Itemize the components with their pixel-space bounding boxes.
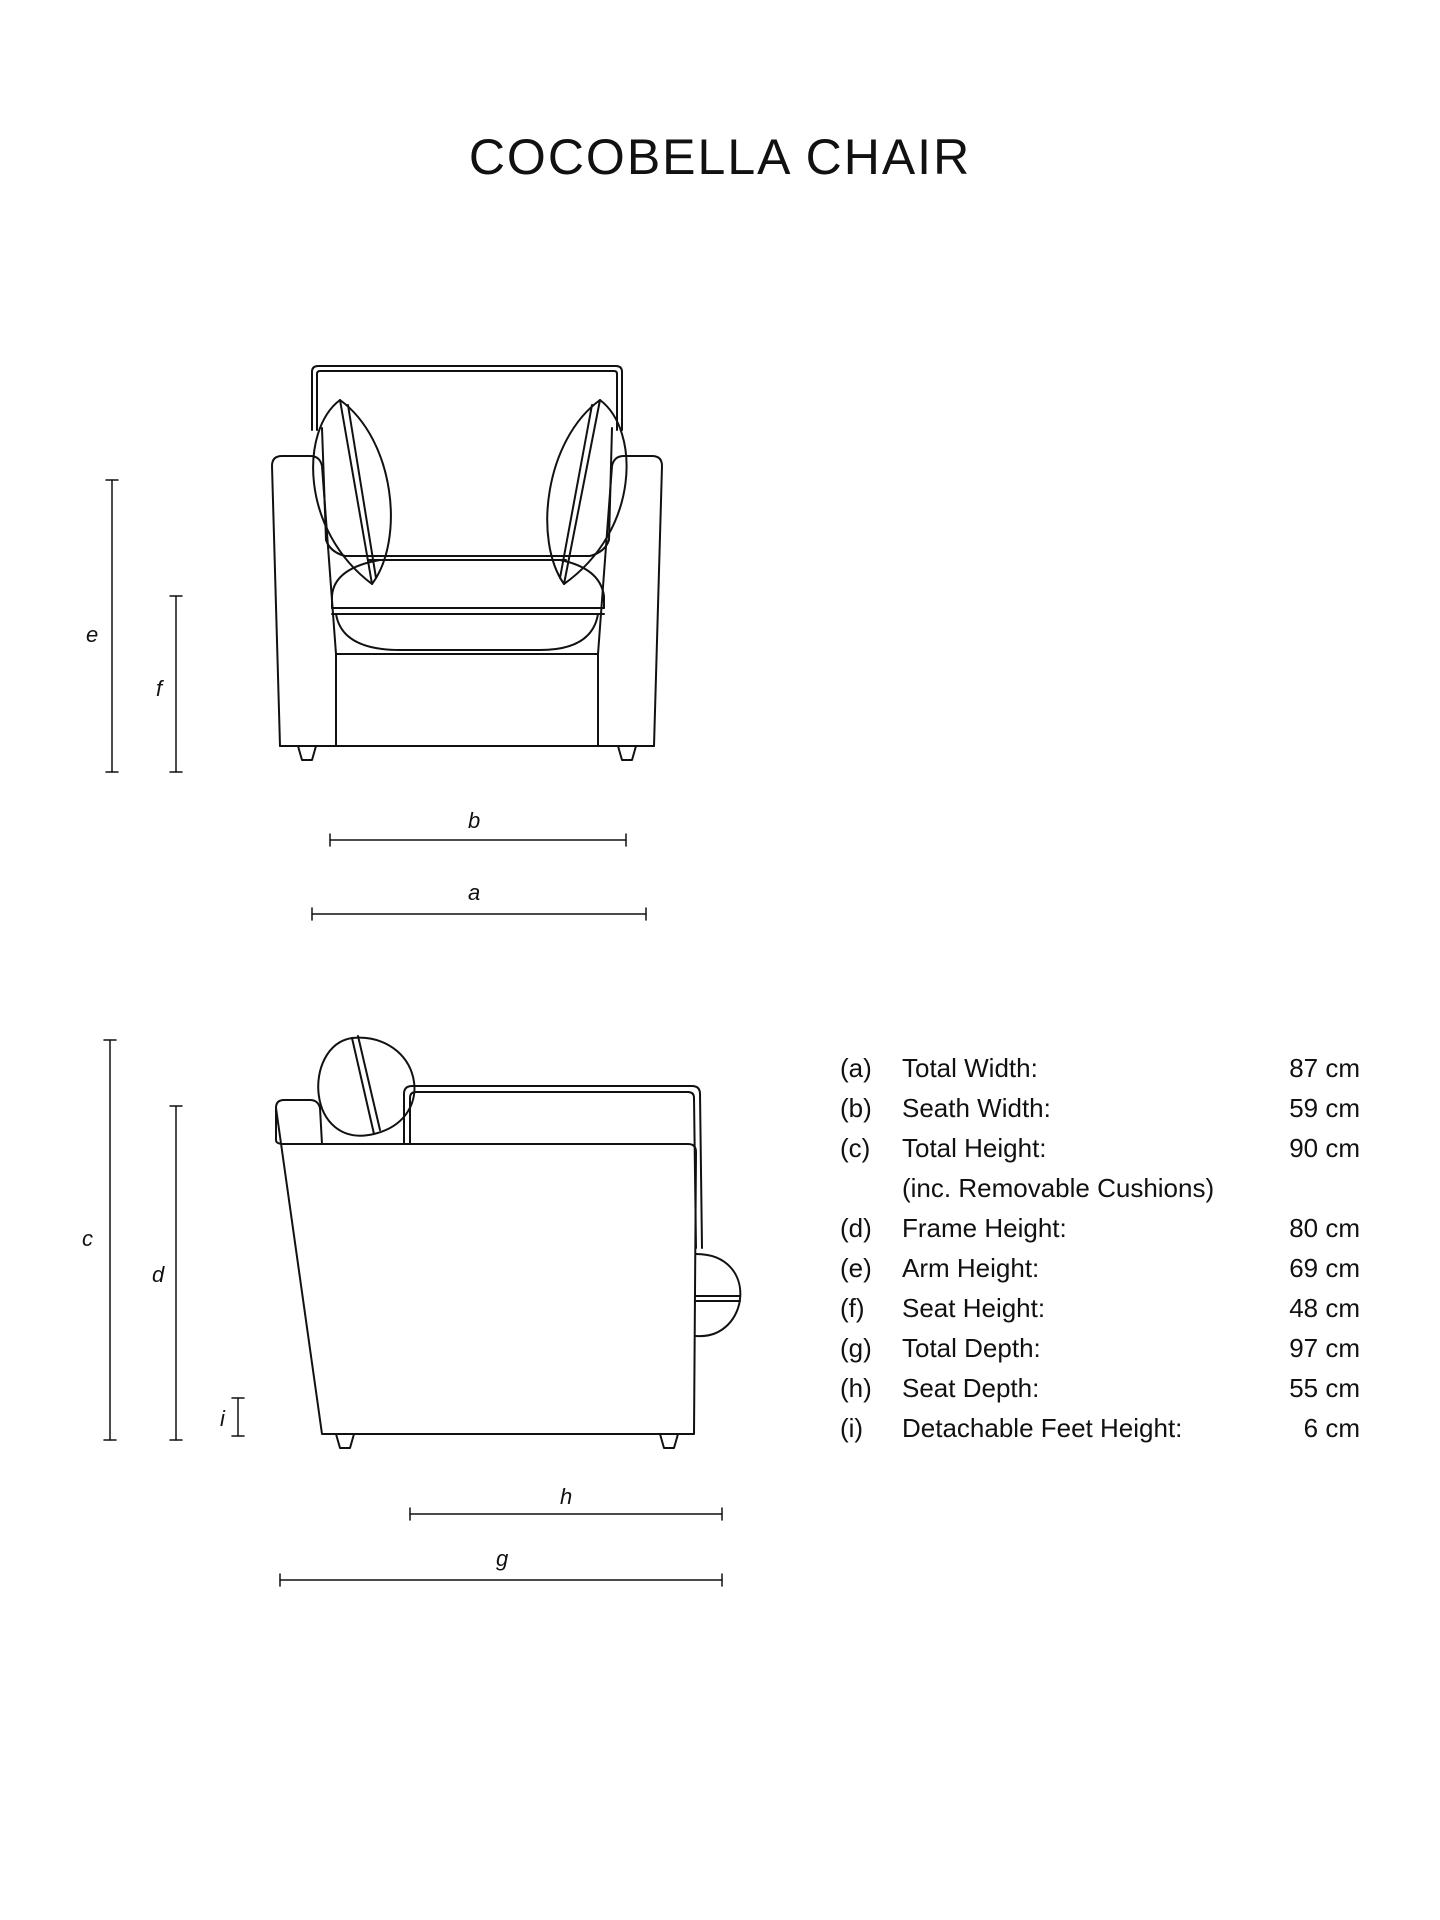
dim-label-a: a: [468, 880, 480, 905]
dim-label-f: f: [156, 676, 165, 701]
spec-label: Detachable Feet Height:: [902, 1413, 1183, 1443]
spec-row: (g) Total Depth: 97 cm: [840, 1328, 1360, 1368]
side-back-frame: [403, 1085, 703, 1249]
spec-value: 97 cm: [1289, 1333, 1360, 1363]
spec-letter: (b): [840, 1093, 872, 1123]
side-foot-right: [659, 1433, 679, 1449]
front-view: [271, 365, 663, 761]
dim-label-d: d: [152, 1262, 165, 1287]
front-back-frame: [311, 365, 623, 431]
dim-label-c: c: [82, 1226, 93, 1251]
spec-row: (b) Seath Width: 59 cm: [840, 1088, 1360, 1128]
spec-value: 55 cm: [1289, 1373, 1360, 1403]
spec-row: (e) Arm Height: 69 cm: [840, 1248, 1360, 1288]
front-left-arm: [271, 455, 337, 747]
front-right-arm: [597, 455, 663, 747]
dim-label-i: i: [220, 1406, 226, 1431]
spec-row: (d) Frame Height: 80 cm: [840, 1208, 1360, 1248]
spec-value: 59 cm: [1289, 1093, 1360, 1123]
spec-label: Seath Width:: [902, 1093, 1051, 1123]
spec-row: (i) Detachable Feet Height: 6 cm: [840, 1408, 1360, 1448]
spec-value: 90 cm: [1289, 1133, 1360, 1163]
front-dimensions: [105, 479, 647, 921]
spec-value: 80 cm: [1289, 1213, 1360, 1243]
spec-label: Total Depth:: [902, 1333, 1041, 1363]
side-body: [275, 1107, 697, 1435]
spec-row: (inc. Removable Cushions): [840, 1168, 1360, 1208]
front-foot-right: [617, 745, 637, 761]
spec-label: Seat Depth:: [902, 1373, 1040, 1403]
spec-letter: (d): [840, 1213, 872, 1243]
spec-row: (a) Total Width: 87 cm: [840, 1048, 1360, 1088]
spec-value: 87 cm: [1289, 1053, 1360, 1083]
page-title: COCOBELLA CHAIR: [468, 129, 972, 185]
spec-letter: (a): [840, 1053, 872, 1083]
spec-row: (c) Total Height: 90 cm: [840, 1128, 1360, 1168]
spec-letter: (c): [840, 1133, 871, 1163]
spec-label: Total Height:: [902, 1133, 1047, 1163]
dim-label-h: h: [560, 1484, 572, 1509]
spec-letter: (f): [840, 1293, 865, 1323]
side-dimensions: [103, 1039, 723, 1587]
side-arm: [275, 1099, 323, 1145]
spec-row: (h) Seat Depth: 55 cm: [840, 1368, 1360, 1408]
dim-label-e: e: [86, 622, 98, 647]
dim-label-b: b: [468, 808, 480, 833]
specification-list: (a) Total Width: 87 cm (b) Seath Width: …: [840, 1048, 1360, 1448]
spec-letter: (i): [840, 1413, 864, 1443]
side-pillow-back: [317, 1036, 416, 1137]
spec-label: (inc. Removable Cushions): [902, 1173, 1215, 1203]
spec-label: Total Width:: [902, 1053, 1038, 1083]
spec-label: Seat Height:: [902, 1293, 1046, 1323]
spec-value: 48 cm: [1289, 1293, 1360, 1323]
spec-letter: (e): [840, 1253, 872, 1283]
spec-label: Frame Height:: [902, 1213, 1067, 1243]
side-view: [275, 1035, 742, 1449]
side-foot-left: [335, 1433, 355, 1449]
front-foot-left: [297, 745, 317, 761]
spec-letter: (h): [840, 1373, 872, 1403]
dim-label-g: g: [496, 1546, 509, 1571]
spec-letter: (g): [840, 1333, 872, 1363]
spec-value: 69 cm: [1289, 1253, 1360, 1283]
front-seat-cushion: [331, 559, 605, 609]
front-back-frame-inner: [316, 370, 618, 431]
spec-row: (f) Seat Height: 48 cm: [840, 1288, 1360, 1328]
spec-value: 6 cm: [1303, 1413, 1360, 1443]
spec-label: Arm Height:: [902, 1253, 1040, 1283]
